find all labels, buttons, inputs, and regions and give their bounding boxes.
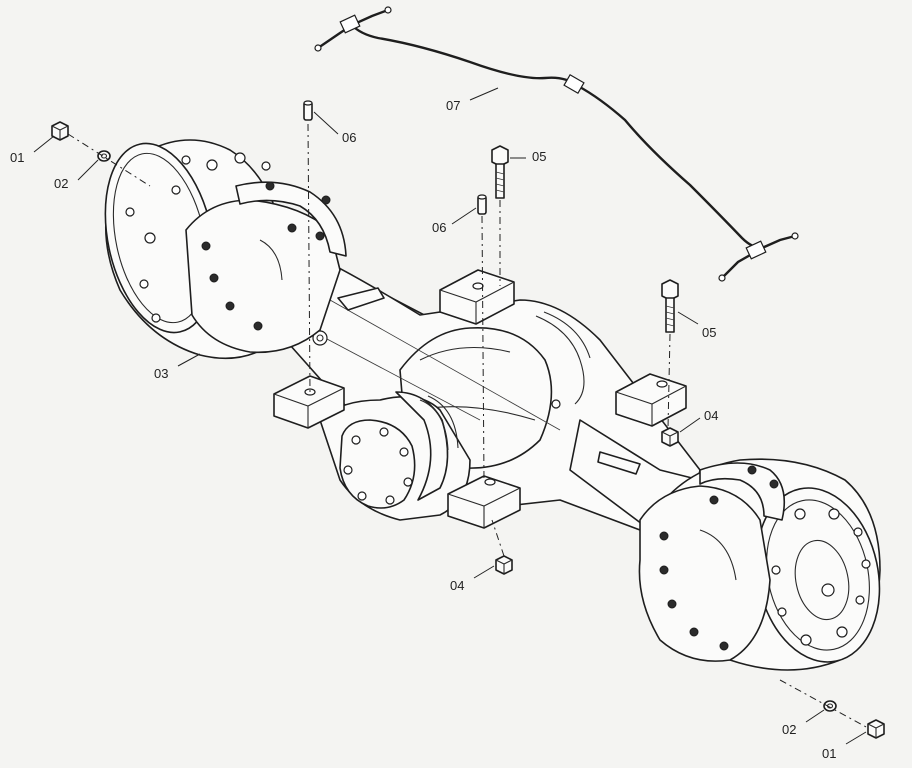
part-02-washer-right: [823, 700, 837, 712]
callout-06-mid: 06: [432, 220, 446, 235]
part-01-nut-left: [51, 121, 69, 141]
callout-labels: 01 02 03 06 06 05 05 07 04 04 02 01: [10, 98, 836, 761]
part-05-bolt-center: [491, 145, 509, 199]
part-06-dowel-pin-top: [303, 100, 313, 121]
part-02-washer-left: [97, 150, 111, 162]
callout-01-right: 01: [822, 746, 836, 761]
callout-04-right: 04: [704, 408, 718, 423]
cover-bolt-circle: [343, 427, 413, 505]
part-04-nut-right: [661, 427, 679, 447]
callout-05-center: 05: [532, 149, 546, 164]
part-05-bolt-right: [661, 279, 679, 333]
assembly-lines: [67, 123, 869, 729]
callout-07: 07: [446, 98, 460, 113]
part-04-nut-bottom: [495, 555, 513, 575]
left-wheel-hub: [104, 139, 347, 360]
callout-03: 03: [154, 366, 168, 381]
right-wheel-hub: [638, 458, 881, 671]
callout-06-top: 06: [342, 130, 356, 145]
differential-carrier: [319, 311, 591, 521]
callout-02-left: 02: [54, 176, 68, 191]
callout-04-bottom: 04: [450, 578, 464, 593]
leader-lines: [33, 87, 867, 745]
mount-pad-left: [273, 375, 345, 429]
mount-pad-rear-left: [439, 269, 515, 325]
right-hub-bolts: [771, 508, 871, 646]
callout-02-right: 02: [782, 722, 796, 737]
sensor-cable-harness: [314, 6, 799, 282]
left-carrier-bolts: [201, 181, 331, 331]
left-hub-bolts: [125, 152, 271, 323]
callout-01-left: 01: [10, 150, 24, 165]
callout-05-right: 05: [702, 325, 716, 340]
right-carrier-bolts: [659, 465, 779, 651]
part-01-nut-right: [867, 719, 885, 739]
part-06-dowel-pin-mid: [477, 194, 487, 215]
